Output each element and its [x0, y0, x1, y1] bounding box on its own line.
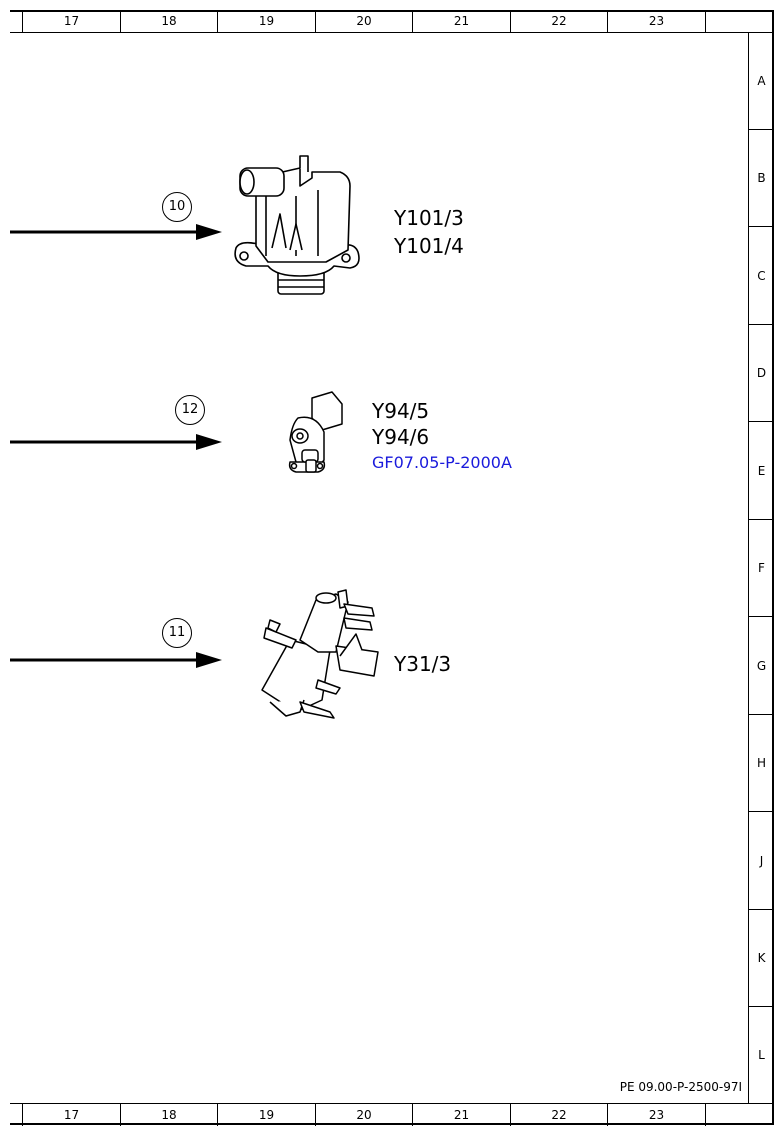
column-label: 22 — [510, 10, 607, 32]
column-label: 21 — [412, 1104, 510, 1126]
column-label: 21 — [412, 10, 510, 32]
column-label: 19 — [217, 10, 315, 32]
column-label: 19 — [217, 1104, 315, 1126]
column-label: 23 — [607, 1104, 705, 1126]
component-label-y101-4: Y101/4 — [394, 234, 464, 258]
column-label: 17 — [22, 10, 120, 32]
row-label: A — [757, 73, 766, 88]
column-label-blank — [705, 1104, 774, 1126]
arrow-11 — [10, 652, 222, 668]
converter-valve-icon — [261, 589, 379, 719]
document-reference: PE 09.00-P-2500-97I — [619, 1080, 742, 1094]
column-index-bottom: 17 18 19 20 21 22 23 — [10, 1103, 774, 1126]
document-link[interactable]: GF07.05-P-2000A — [372, 453, 512, 472]
valve-component-icon — [234, 155, 360, 295]
callout-12: 12 — [175, 395, 205, 425]
callout-11: 11 — [162, 618, 192, 648]
row-label: D — [749, 324, 774, 421]
column-label: 23 — [607, 10, 705, 32]
arrow-12 — [10, 434, 222, 450]
column-label: 20 — [315, 1104, 412, 1126]
component-label-y94-6: Y94/6 — [372, 425, 430, 449]
row-label: H — [749, 714, 774, 811]
column-label: 22 — [510, 1104, 607, 1126]
column-label-blank — [705, 10, 774, 32]
callout-10: 10 — [162, 192, 192, 222]
row-index: A B C D E F G H J K L — [748, 32, 774, 1103]
column-label: 18 — [120, 1104, 217, 1126]
column-index-top: 17 18 19 20 21 22 23 — [10, 10, 774, 33]
drawing-frame — [10, 10, 774, 1125]
component-label-y101-3: Y101/3 — [394, 206, 464, 230]
row-label: B — [749, 129, 774, 226]
column-label: 18 — [120, 10, 217, 32]
component-label-y94-5: Y94/5 — [372, 399, 430, 423]
row-label: E — [749, 421, 774, 519]
component-label-y31-3: Y31/3 — [394, 652, 452, 676]
row-label: F — [749, 519, 774, 616]
row-label: C — [749, 226, 774, 324]
pressure-valve-icon — [288, 391, 343, 473]
row-label: J — [749, 811, 774, 909]
row-label: K — [749, 909, 774, 1006]
column-label: 17 — [22, 1104, 120, 1126]
column-label: 20 — [315, 10, 412, 32]
row-label: L — [749, 1006, 774, 1103]
row-label: G — [749, 616, 774, 714]
arrow-10 — [10, 224, 222, 240]
